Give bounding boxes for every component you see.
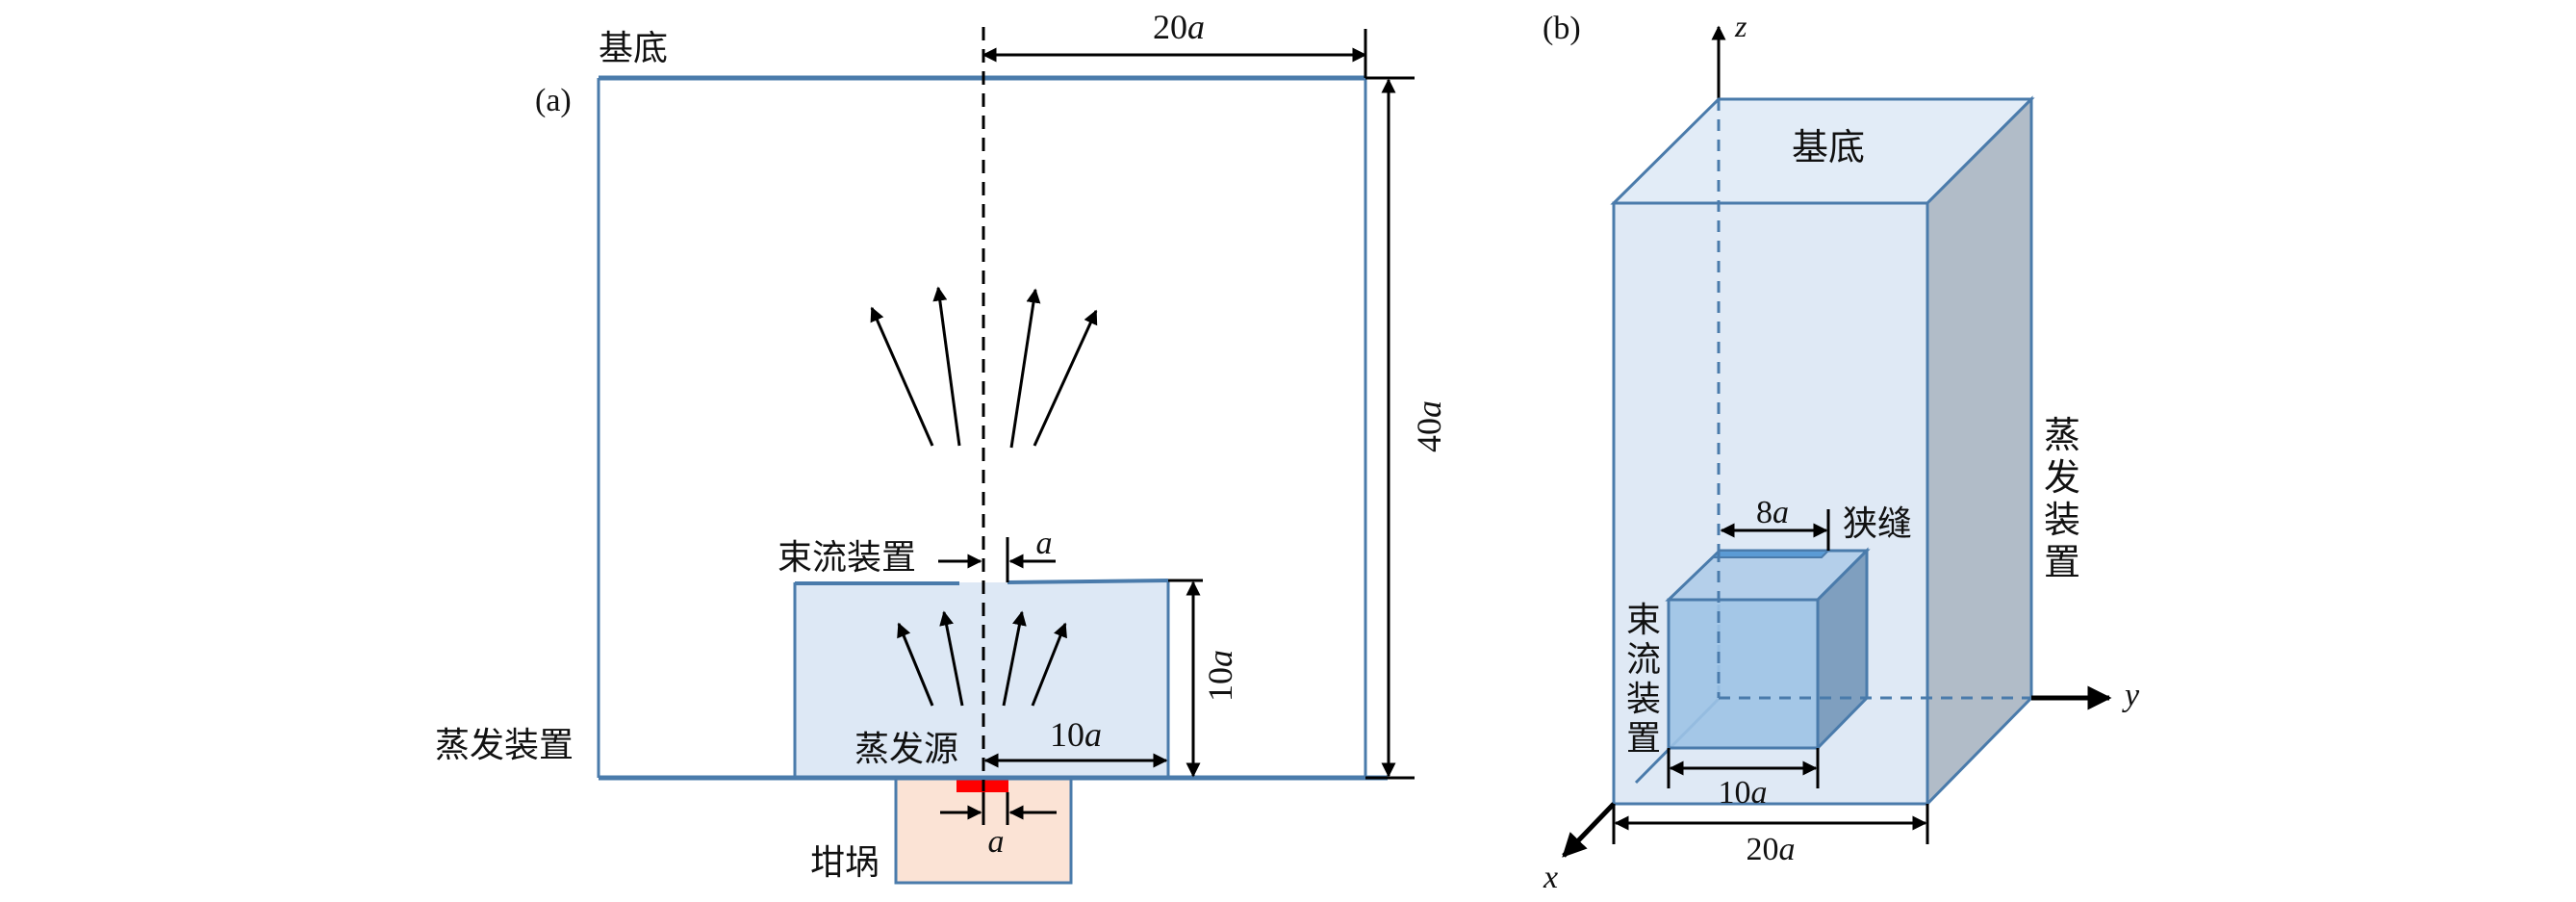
beam-device-char: 装 bbox=[1626, 680, 1661, 719]
panel-a: (a) 基底 20a 40a 10a 10a bbox=[435, 8, 1448, 885]
evaporator-char: 发 bbox=[2044, 456, 2080, 499]
vapor-arrow bbox=[932, 286, 961, 447]
panel-b: (b) z 基底 y x 8a 狭缝 10a bbox=[1543, 9, 2140, 895]
inner-front-face bbox=[1667, 598, 1820, 750]
substrate-label-3d: 基底 bbox=[1792, 126, 1865, 168]
y-axis-label: y bbox=[2122, 678, 2140, 713]
slit bbox=[1710, 550, 1831, 558]
substrate-label: 基底 bbox=[599, 29, 668, 68]
evaporator-char: 蒸 bbox=[2044, 414, 2080, 456]
evaporator-char: 装 bbox=[2044, 499, 2080, 541]
panel-b-label: (b) bbox=[1543, 11, 1581, 46]
vapor-arrow bbox=[939, 610, 964, 707]
beam-device-char: 束 bbox=[1626, 601, 1661, 640]
crucible-label: 坩埚 bbox=[810, 843, 880, 883]
beam-device-region bbox=[795, 582, 1168, 778]
evaporator-label-vertical: 蒸 发 装 置 bbox=[2044, 414, 2080, 583]
beam-device-char: 流 bbox=[1626, 640, 1661, 680]
dim-10a-vertical-text: 10a bbox=[1201, 650, 1239, 702]
panel-a-label: (a) bbox=[535, 83, 572, 118]
x-axis-label: x bbox=[1543, 860, 1558, 895]
vapor-arrow bbox=[897, 622, 934, 707]
source-dim-text: a bbox=[988, 824, 1005, 860]
vapor-arrow bbox=[1002, 610, 1027, 707]
vapor-arrow bbox=[1033, 309, 1098, 447]
vapor-arrow bbox=[870, 306, 934, 447]
vapor-arrow bbox=[1031, 622, 1067, 707]
dim-10a-horizontal-text: 10a bbox=[1050, 715, 1102, 754]
beam-device-top-right bbox=[1007, 579, 1169, 584]
source-label: 蒸发源 bbox=[854, 730, 958, 769]
x-axis bbox=[1562, 802, 1616, 858]
beam-device-label: 束流装置 bbox=[778, 538, 916, 578]
slit-label: 狭缝 bbox=[1843, 504, 1912, 544]
slit-dim-text: a bbox=[1036, 526, 1053, 561]
dim-10a-text: 10a bbox=[1719, 775, 1768, 811]
vapor-arrow bbox=[1009, 288, 1041, 449]
z-axis-label: z bbox=[1734, 9, 1747, 43]
dim-8a-text: 8a bbox=[1756, 495, 1789, 530]
dim-20a-text: 20a bbox=[1747, 832, 1796, 867]
beam-device-label-vertical: 束 流 装 置 bbox=[1626, 601, 1661, 759]
beam-device-char: 置 bbox=[1626, 719, 1661, 759]
dim-40a-text: 40a bbox=[1410, 400, 1448, 452]
evaporator-char: 置 bbox=[2044, 541, 2080, 583]
evaporator-label: 蒸发装置 bbox=[435, 726, 574, 765]
dim-20a-text: 20a bbox=[1153, 8, 1205, 46]
